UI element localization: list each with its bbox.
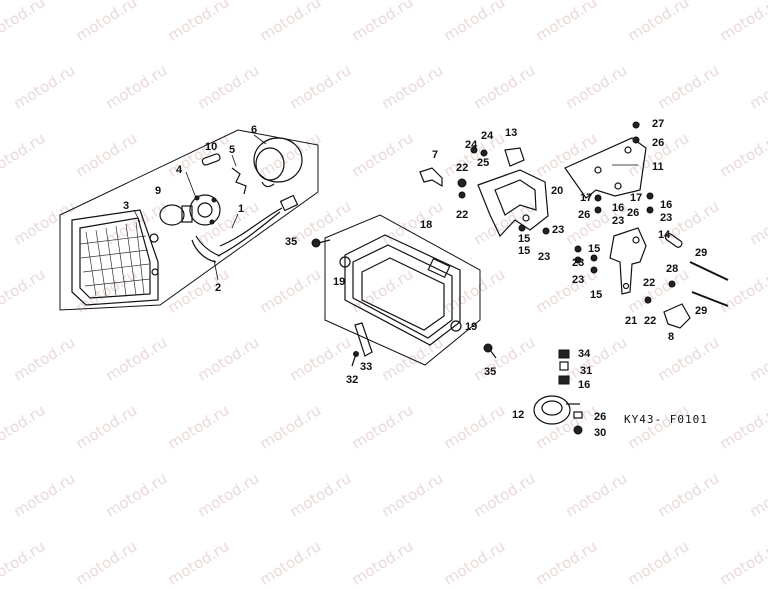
callout-4: 4 — [176, 164, 183, 176]
bulb-retaining-clip — [231, 167, 247, 195]
cable-clamp — [664, 232, 683, 248]
callout-33: 33 — [360, 361, 372, 373]
callout-22b: 22 — [456, 209, 468, 221]
callout-1: 1 — [238, 203, 244, 215]
bracket-small — [419, 167, 443, 188]
callout-20: 20 — [551, 185, 563, 197]
callout-35: 35 — [285, 236, 297, 248]
headlight-wire-harness — [191, 194, 299, 263]
headlight-stay — [477, 147, 549, 238]
callout-13: 13 — [505, 127, 517, 139]
callout-24b: 24 — [465, 139, 478, 151]
fasteners — [457, 121, 676, 304]
callout-12: 12 — [512, 409, 524, 421]
callout-14: 14 — [658, 229, 671, 241]
callout-2: 2 — [215, 282, 221, 294]
callout-23b: 23 — [538, 251, 550, 263]
callout-25: 25 — [477, 157, 489, 169]
headlight-assembly-frame — [59, 129, 319, 311]
callout-15b: 15 — [588, 243, 600, 255]
callout-24: 24 — [481, 130, 494, 142]
callout-27: 27 — [652, 118, 664, 130]
callout-35b: 35 — [484, 366, 496, 378]
callout-29: 29 — [695, 247, 707, 259]
callout-23d: 23 — [572, 274, 584, 286]
meter-stay — [564, 137, 647, 199]
callout-22: 22 — [456, 162, 468, 174]
leader-lines — [133, 123, 640, 281]
callout-22c: 22 — [643, 277, 655, 289]
callout-16c: 16 — [578, 379, 590, 391]
bracket-lower — [663, 303, 691, 329]
callout-17b: 17 — [630, 192, 642, 204]
horn-hardware — [558, 349, 583, 435]
callout-labels: 1 2 3 4 5 6 7 8 9 10 11 12 13 14 15 15 1… — [123, 118, 707, 439]
callout-15: 15 — [518, 233, 530, 245]
callout-5: 5 — [229, 144, 235, 156]
callout-21: 21 — [625, 315, 637, 327]
callout-28: 28 — [666, 263, 678, 275]
callout-32: 32 — [346, 374, 358, 386]
callout-19: 19 — [333, 276, 345, 288]
callout-30: 30 — [594, 427, 606, 439]
callout-3: 3 — [123, 200, 129, 212]
mount-bolt — [311, 238, 497, 359]
diagram-code: KY43- F0101 — [624, 413, 708, 426]
long-bolt — [689, 261, 729, 307]
callout-31: 31 — [580, 365, 592, 377]
headlight-bulb — [159, 204, 193, 226]
callout-22d: 22 — [644, 315, 656, 327]
callout-19b: 19 — [465, 321, 477, 333]
position-bulb — [201, 153, 221, 166]
stay-arm — [609, 227, 647, 295]
callout-26c: 26 — [627, 207, 639, 219]
exploded-view-drawing: 1 2 3 4 5 6 7 8 9 10 11 12 13 14 15 15 1… — [59, 118, 729, 439]
callout-15d: 15 — [518, 245, 530, 257]
callout-26b: 26 — [578, 209, 590, 221]
dust-cover — [253, 137, 303, 188]
headlight-case — [324, 214, 481, 366]
bulb-socket — [189, 194, 221, 226]
callout-18: 18 — [420, 219, 432, 231]
callout-6: 6 — [251, 124, 257, 136]
callout-17: 17 — [580, 192, 592, 204]
callout-23e: 23 — [612, 215, 624, 227]
callout-23c: 23 — [572, 257, 584, 269]
callout-7: 7 — [432, 149, 438, 161]
callout-16: 16 — [612, 202, 624, 214]
callout-23: 23 — [552, 224, 564, 236]
callout-11: 11 — [652, 161, 664, 173]
callout-26: 26 — [652, 137, 664, 149]
callout-8: 8 — [668, 331, 674, 343]
callout-34: 34 — [578, 348, 591, 360]
case-stay — [351, 322, 373, 367]
headlight-lens — [71, 209, 159, 306]
callout-26d: 26 — [594, 411, 606, 423]
horn — [533, 395, 580, 425]
callout-10: 10 — [205, 141, 217, 153]
callout-29b: 29 — [695, 305, 707, 317]
callout-15c: 15 — [590, 289, 602, 301]
callout-16b: 16 — [660, 199, 672, 211]
callout-9: 9 — [155, 185, 161, 197]
callout-23f: 23 — [660, 212, 672, 224]
